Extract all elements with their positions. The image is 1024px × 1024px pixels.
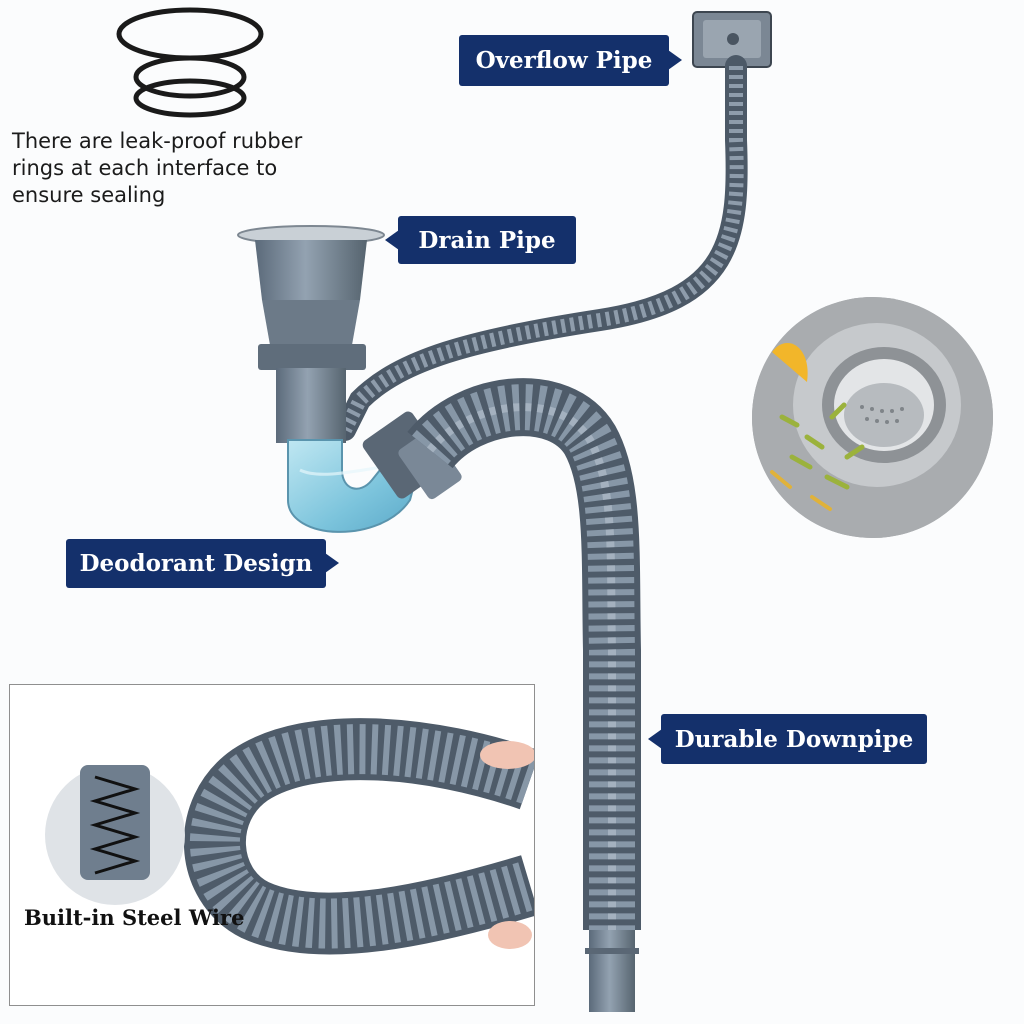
- steel-wire-caption: Built-in Steel Wire: [24, 905, 245, 930]
- deodorant-design-label: Deodorant Design: [66, 539, 339, 588]
- steel-wire-inset: Built-in Steel Wire: [9, 684, 535, 1006]
- overflow-outlet-head: [692, 11, 772, 68]
- durable-downpipe-label: Durable Downpipe: [648, 714, 927, 764]
- sink-strainer-photo: [752, 297, 993, 538]
- deodorant-trap: [287, 439, 420, 533]
- sealing-note: There are leak-proof rubber rings at eac…: [12, 129, 303, 207]
- drain-pipe-label: Drain Pipe: [385, 216, 576, 264]
- overflow-pipe-label: Overflow Pipe: [459, 35, 682, 86]
- flexible-hose-illustration: [45, 718, 534, 955]
- drain-basket: [237, 225, 385, 443]
- rubber-rings-illustration: [116, 7, 264, 118]
- downpipe-tail: [589, 930, 635, 1012]
